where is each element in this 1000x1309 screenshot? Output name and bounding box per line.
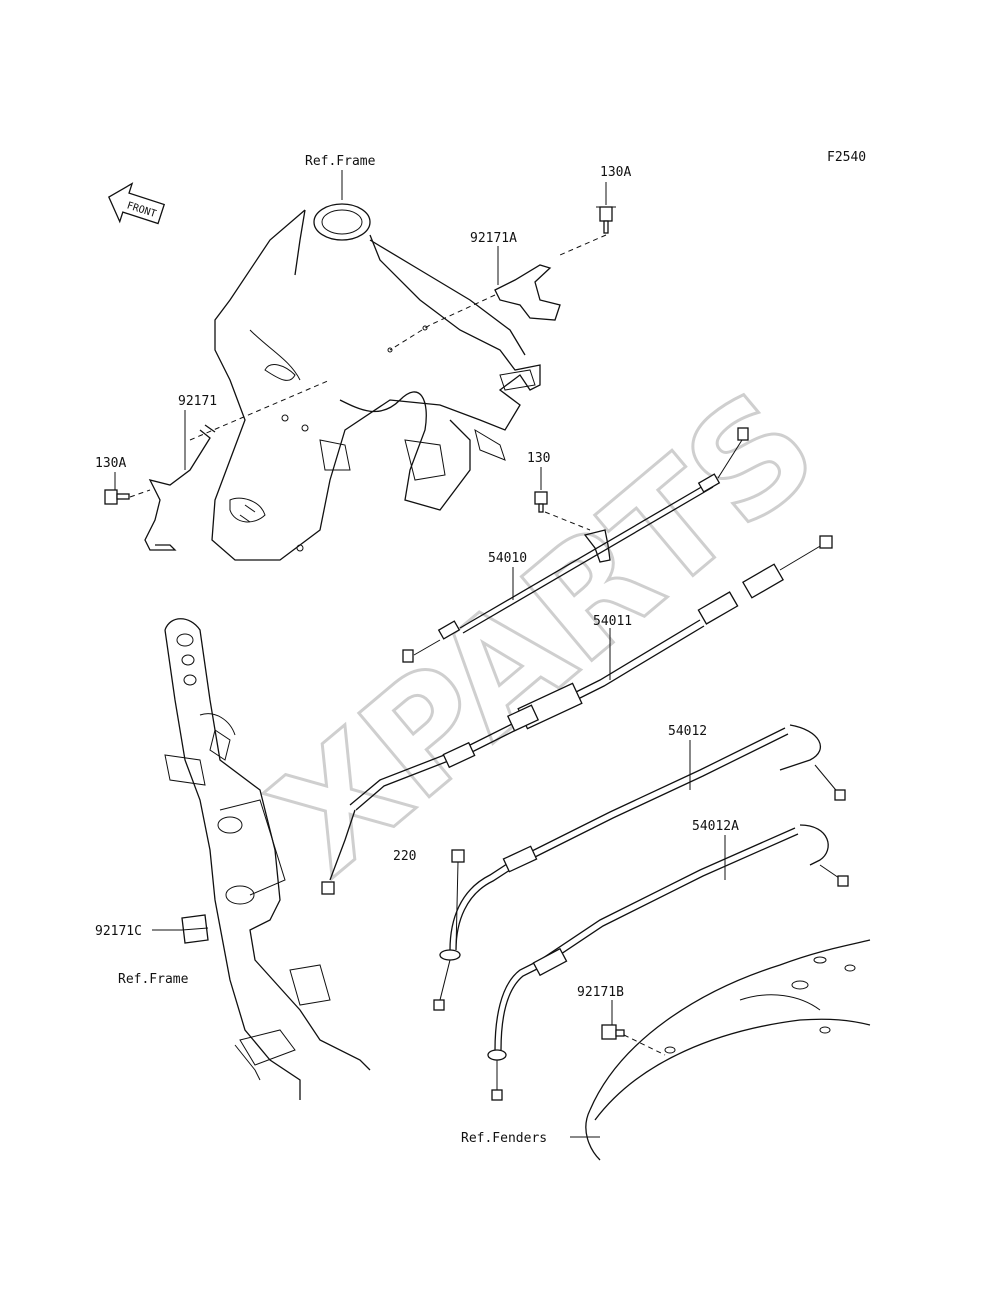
label-92171: 92171 [178, 394, 217, 409]
leader-92171b-dash [623, 1034, 666, 1056]
bolt-130 [534, 491, 548, 513]
bolt-130a-top [596, 206, 616, 234]
part-220 [451, 849, 465, 951]
cable-54011 [321, 535, 833, 895]
label-92171c: 92171C [95, 924, 142, 939]
figure-id: F2540 [827, 150, 866, 165]
clip-92171a [494, 264, 561, 321]
watermark: XPARTS [240, 357, 850, 909]
label-130a-top: 130A [600, 165, 631, 180]
label-130: 130 [527, 451, 550, 466]
front-arrow-icon: FRONT [107, 182, 166, 225]
clamp-92171c [181, 914, 209, 944]
leader-130a-top [559, 234, 607, 256]
cable-54012a [487, 824, 849, 1101]
label-92171b: 92171B [577, 985, 624, 1000]
label-54010: 54010 [488, 551, 527, 566]
leader-130a-left-dash [129, 489, 151, 498]
label-54012a: 54012A [692, 819, 739, 834]
watermark-text: XPARTS [241, 358, 848, 907]
frame-upper-drawing [211, 203, 541, 561]
leader-92171-dash [189, 379, 331, 441]
bracket-130 [583, 529, 611, 563]
clip-92171b [601, 1024, 625, 1040]
label-54011: 54011 [593, 614, 632, 629]
label-220: 220 [393, 849, 416, 864]
frame-lower-drawing [164, 618, 371, 1100]
leader-92171a-dash [389, 294, 496, 351]
leader-130-dash [544, 511, 591, 531]
label-ref-frame-bottom: Ref.Frame [118, 972, 189, 987]
cable-54010 [402, 427, 749, 663]
clip-92171 [144, 424, 216, 551]
label-92171a: 92171A [470, 231, 517, 246]
label-54012: 54012 [668, 724, 707, 739]
label-ref-frame-top: Ref.Frame [305, 154, 376, 169]
fender-drawing [585, 939, 871, 1161]
label-130a-left: 130A [95, 456, 126, 471]
cable-54012 [433, 724, 846, 1011]
label-ref-fenders: Ref.Fenders [461, 1131, 547, 1146]
bolt-130a-left [104, 489, 130, 505]
